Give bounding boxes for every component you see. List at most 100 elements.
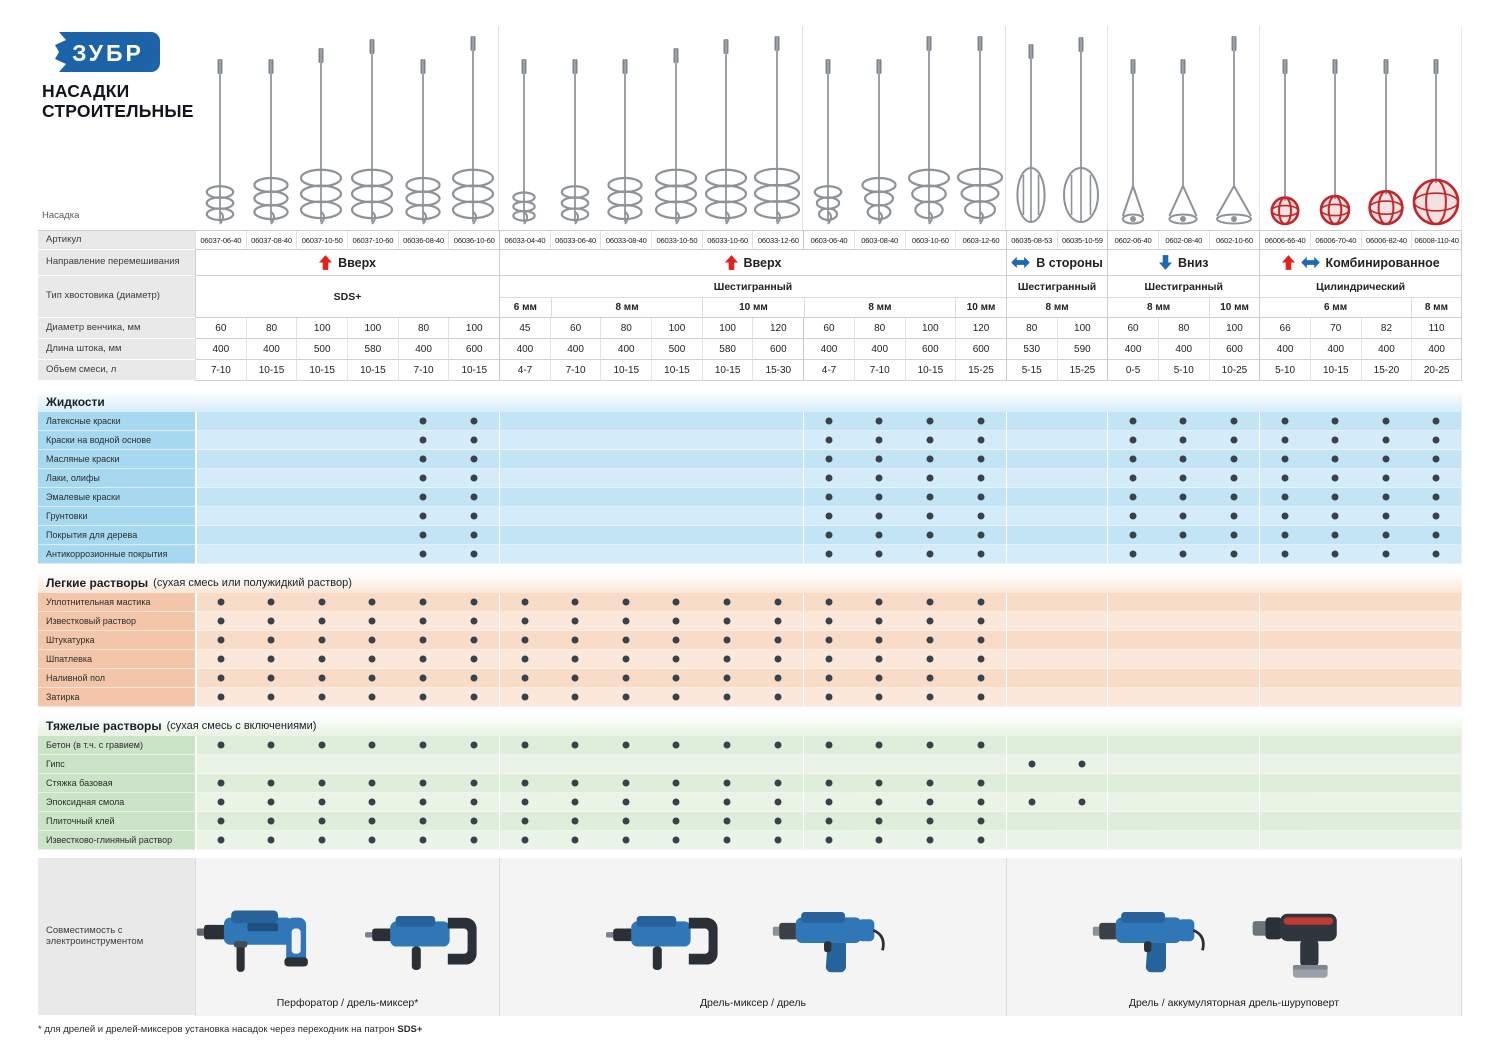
applicability-dot [875, 493, 883, 501]
applicability-cell-marked [803, 412, 854, 431]
applicability-cell-marked [397, 688, 449, 707]
applicability-dot [318, 779, 326, 787]
applicability-cell-marked [397, 774, 449, 793]
applicability-cell-marked [448, 612, 500, 631]
footnote-bold: SDS+ [397, 1024, 423, 1035]
applicability-dot [622, 817, 630, 825]
applicability-dot [267, 836, 275, 844]
applicability-dot [774, 693, 782, 701]
applicability-dot [1382, 455, 1390, 463]
applicability-cell-empty [1157, 631, 1209, 650]
mix-volume-cell: 10-15 [651, 360, 702, 381]
product-image-06033-10-50 [651, 26, 702, 230]
applicability-cell-marked [1259, 469, 1310, 488]
applicability-dot [470, 655, 478, 663]
applicability-cell-empty [1005, 450, 1057, 469]
applicability-cell-marked [803, 736, 854, 755]
applicability-cell-marked [448, 545, 500, 564]
table-row: Штукатурка [38, 631, 1462, 650]
applicability-dot [571, 836, 579, 844]
table-row: Грунтовки [38, 507, 1462, 526]
applicability-cell-empty [195, 507, 246, 526]
applicability-cell-empty [499, 755, 550, 774]
applicability-cell-empty [296, 545, 348, 564]
applicability-cell-empty [1056, 450, 1108, 469]
applicability-dot [267, 598, 275, 606]
applicability-dot [419, 436, 427, 444]
table-row: Затирка [38, 688, 1462, 707]
rod-length-cell: 400 [1411, 339, 1462, 360]
applicability-cell-marked [955, 631, 1006, 650]
applicability-dot [318, 617, 326, 625]
whisk-diameter-cell: 80 [245, 318, 297, 339]
section-title: Тяжелые растворы [46, 718, 162, 733]
applicability-cell-marked [1208, 545, 1260, 564]
rod-length-cell: 400 [1259, 339, 1310, 360]
whisk-diameter-cell: 66 [1259, 318, 1310, 339]
applicability-cell-empty [296, 469, 348, 488]
applicability-cell-empty [347, 507, 398, 526]
applicability-dot [926, 512, 934, 520]
applicability-dot [217, 779, 225, 787]
applicability-dot [875, 636, 883, 644]
applicability-dot [571, 655, 579, 663]
applicability-cell-empty [245, 450, 297, 469]
applicability-cell-marked [397, 793, 449, 812]
whisk-diameter-cell: 80 [600, 318, 652, 339]
applicability-cell-marked [549, 812, 601, 831]
applicability-cell-marked [296, 812, 348, 831]
mix-volume-cell: 10-15 [904, 360, 956, 381]
brand-cell: ЗУБР НАСАДКИ СТРОИТЕЛЬНЫЕ Насадка [38, 26, 195, 230]
applicability-dot [977, 455, 985, 463]
applicability-cell-empty [1107, 793, 1158, 812]
whisk-diameter-cell: 100 [448, 318, 500, 339]
product-image-06035-08-53 [1005, 26, 1056, 230]
applicability-dot [217, 741, 225, 749]
applicability-dot [774, 741, 782, 749]
applicability-cell-marked [1208, 431, 1260, 450]
applicability-cell-empty [195, 469, 246, 488]
applicability-cell-empty [1107, 736, 1158, 755]
applicability-cell-marked [1309, 507, 1361, 526]
applicability-dot [368, 817, 376, 825]
rod-length-cell: 600 [904, 339, 956, 360]
applicability-cell-empty [1360, 593, 1412, 612]
applicability-cell-empty [347, 545, 398, 564]
applicability-cell-marked [448, 793, 500, 812]
applicability-dot [723, 836, 731, 844]
applicability-cell-marked [1208, 469, 1260, 488]
applicability-cell-empty [752, 755, 804, 774]
applicability-cell-empty [1259, 774, 1310, 793]
applicability-dot [926, 436, 934, 444]
applicability-cell-empty [347, 469, 398, 488]
shank-type-label: SDS+ [333, 290, 362, 303]
applicability-cell-empty [347, 431, 398, 450]
applicability-dot [672, 779, 680, 787]
applicability-cell-empty [499, 431, 550, 450]
drill-mixer-image [606, 888, 741, 993]
applicability-cell-empty [1157, 669, 1209, 688]
applicability-cell-empty [1309, 631, 1361, 650]
direction-label: Вверх [743, 255, 782, 270]
article-cell: 06036-10-60 [448, 231, 500, 250]
applicability-cell-empty [1309, 688, 1361, 707]
applicability-dot [267, 817, 275, 825]
applicability-cell-marked [853, 412, 905, 431]
up-red-arrow-icon [724, 255, 738, 270]
applicability-dot [672, 817, 680, 825]
applicability-cell-marked [499, 774, 550, 793]
applicability-cell-marked [1107, 545, 1158, 564]
rod-length-cell: 580 [347, 339, 398, 360]
applicability-dot [774, 798, 782, 806]
applicability-dot [419, 598, 427, 606]
applicability-cell-marked [1259, 412, 1310, 431]
applicability-cell-empty [245, 526, 297, 545]
applicability-cell-marked [499, 612, 550, 631]
applicability-dot [926, 817, 934, 825]
applicability-cell-marked [549, 593, 601, 612]
applicability-dot [1382, 550, 1390, 558]
material-row-label: Эмалевые краски [38, 488, 195, 507]
applicability-cell-marked [397, 507, 449, 526]
shank-size-label: 8 мм [1410, 298, 1461, 317]
